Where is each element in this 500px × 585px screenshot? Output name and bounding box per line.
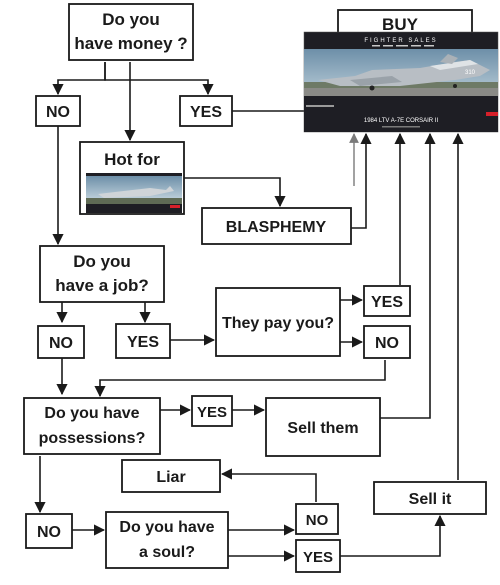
arrow-no-possessions-2 [94,360,386,398]
box-soul: Do you have a soul? [105,511,229,569]
connectors [34,62,464,562]
arrow-no-liar [220,468,317,502]
box-yes-2: YES [115,323,171,359]
label-yes-3: YES [371,294,403,311]
arrow-blasphemy-buy [351,132,372,229]
arrow-money-no [52,62,106,96]
label-soul-1: Do you have [119,519,214,536]
label-yes-5: YES [303,549,333,566]
box-no-4: NO [295,503,339,535]
box-they-pay: They pay you? [215,287,341,357]
box-yes-1: YES [179,95,233,127]
box-sell-it: Sell it [373,481,487,515]
label-no-1: NO [46,104,70,121]
arrow-money-yes [104,62,214,96]
box-possessions: Do you have possessions? [23,397,161,455]
label-buy: BUY [382,15,419,34]
label-yes-1: YES [190,104,222,121]
mini-aircraft-photo [86,173,182,213]
label-no-3: NO [375,335,399,352]
label-no-4: NO [306,512,329,529]
arrow-yes-sellit [340,514,446,557]
label-blasphemy: BLASPHEMY [226,219,327,236]
box-yes-5: YES [295,539,341,573]
box-yes-3: YES [363,285,411,317]
label-job-2: have a job? [55,276,149,295]
aircraft-illustration: 310 [318,54,490,91]
label-soul-2: a soul? [139,544,195,561]
label-yes-4: YES [197,404,227,421]
photo-tarmac [304,88,498,96]
label-possessions-1: Do you have [44,405,139,422]
screenshot-nav [372,45,434,47]
label-sell-them: Sell them [287,420,358,437]
screenshot-caption: 1984 LTV A-7E CORSAIR II [364,118,439,124]
label-no-5: NO [37,524,61,541]
box-hot-for: Hot for [79,141,185,215]
label-liar: Liar [156,469,185,486]
arrow-hotfor-blasphemy [184,177,286,208]
label-yes-2: YES [127,334,159,351]
box-money: Do you have money ? [68,3,194,61]
box-blasphemy: BLASPHEMY [201,207,352,245]
box-liar: Liar [121,459,221,493]
label-hot-for: Hot for [104,150,160,169]
box-no-2: NO [37,325,85,359]
screenshot-brand: FIGHTER SALES [364,38,437,44]
box-no-1: NO [35,95,81,127]
label-they-pay: They pay you? [222,315,334,332]
label-sell-it: Sell it [409,491,452,508]
box-yes-4: YES [191,395,233,427]
label-possessions-2: possessions? [39,430,146,447]
box-sell-them: Sell them [265,397,381,457]
label-no-2: NO [49,335,73,352]
screenshot-subcaption [382,126,420,128]
box-job: Do you have a job? [39,245,165,303]
aircraft-listing-screenshot: FIGHTER SALES 310 1984 LTV A-7E CORSAIR … [303,31,499,133]
label-money-2: have money ? [74,34,187,53]
label-money-1: Do you [102,10,160,29]
screenshot-breadcrumb [306,105,334,107]
aircraft-number: 310 [465,70,476,76]
screenshot-red-tag [486,112,498,116]
box-no-5: NO [25,513,73,549]
arrow-sellthem-buy [380,132,436,419]
box-no-3: NO [363,325,411,359]
label-job-1: Do you [73,252,131,271]
